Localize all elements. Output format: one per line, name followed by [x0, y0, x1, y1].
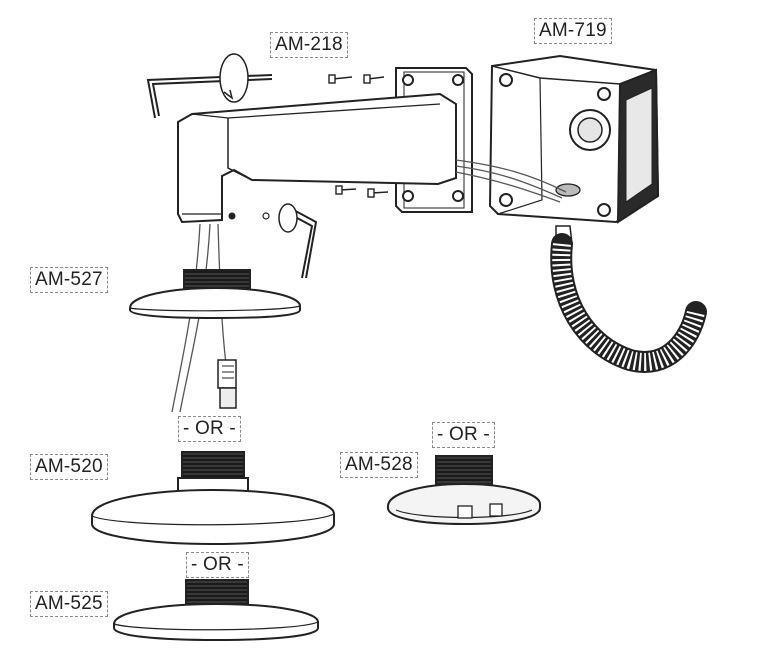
cables-bracket-to-box — [455, 159, 567, 203]
allen-key-top — [146, 53, 273, 119]
label-am-528: AM-528 — [340, 452, 418, 478]
rj45-connector — [217, 359, 237, 409]
label-am-719: AM-719 — [534, 18, 612, 44]
am-525-plate — [113, 579, 319, 642]
am-527-plate — [129, 269, 301, 320]
allen-key-small — [262, 203, 318, 279]
flexible-conduit — [550, 225, 707, 373]
label-am-520: AM-520 — [30, 454, 108, 480]
label-am-525: AM-525 — [30, 591, 108, 617]
screws-bottom — [335, 185, 389, 198]
am-528-plate — [387, 455, 541, 526]
screws-top — [328, 74, 385, 84]
label-or-3: - OR - — [186, 552, 249, 578]
label-or-1: - OR - — [178, 416, 241, 442]
bracket-arm — [177, 92, 457, 224]
label-am-218: AM-218 — [270, 32, 348, 58]
label-am-527: AM-527 — [30, 267, 108, 293]
am-520-plate — [91, 451, 335, 546]
junction-box — [488, 54, 660, 224]
label-or-2: - OR - — [432, 422, 495, 448]
